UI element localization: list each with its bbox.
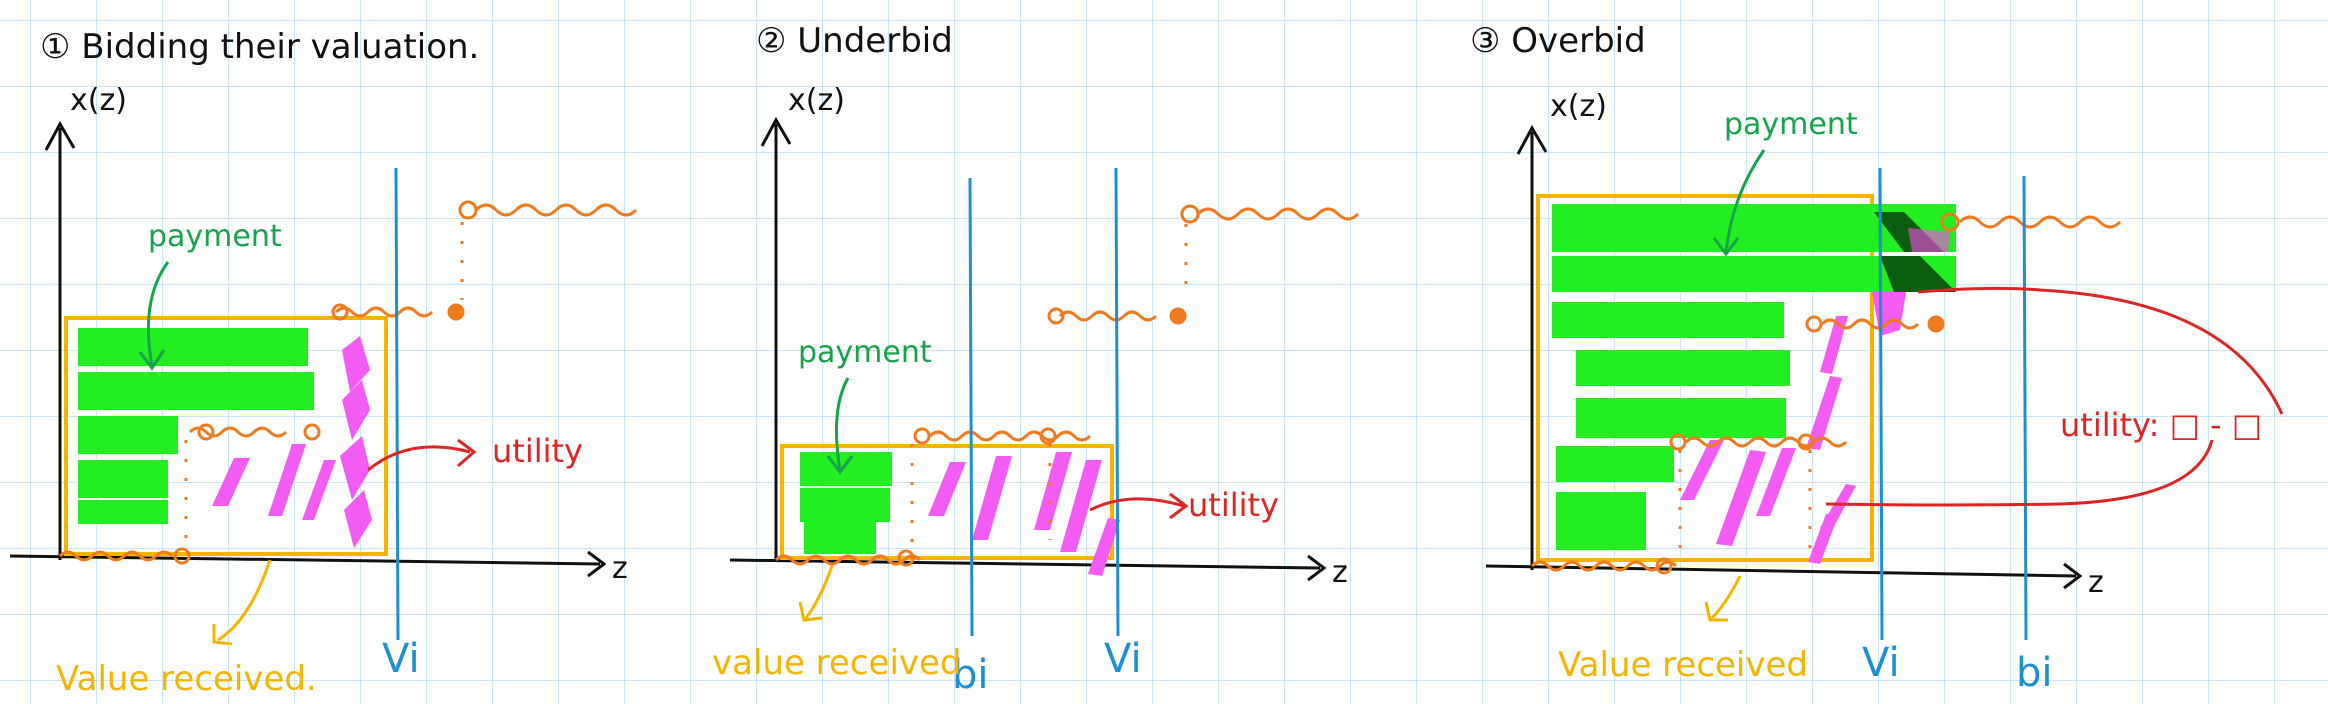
panel-2-bid-label: bi (952, 652, 989, 698)
panel-1-valuation-line (394, 167, 400, 641)
panel-1-payment-area (78, 328, 314, 524)
panel-1-title: ① Bidding their valuation. (40, 27, 479, 67)
panel-3-valuation-label: Vi (1862, 640, 1900, 686)
panel-3-payment-label: payment (1724, 107, 1858, 142)
panel-2-bid-line (968, 177, 974, 637)
panel-3-bid-function (1530, 212, 2122, 575)
panel-2: ② Underbid x(z) z (712, 21, 1360, 698)
panel-2-x-axis (729, 558, 1321, 570)
panel-2-valuation-label: Vi (1104, 636, 1142, 682)
panel-2-utility-area (928, 452, 1120, 576)
panel-2-payment-area (800, 452, 892, 554)
panel-1-utility-area (212, 336, 372, 548)
panel-2-x-axis-label: z (1332, 555, 1348, 590)
panel-1-bid-function (58, 200, 638, 565)
panel-1-utility-label: utility (492, 432, 583, 470)
panel-2-value-received-label: value received (712, 643, 962, 683)
panel-3-y-axis-label: x(z) (1550, 89, 1607, 124)
panel-2-y-axis-label: x(z) (788, 83, 845, 118)
panel-1: ① Bidding their valuation. x(z) z (9, 27, 638, 699)
panel-3-valuation-line (1878, 167, 1884, 641)
panel-3-title: ③ Overbid (1470, 21, 1646, 61)
panel-1-x-axis-label: z (612, 551, 628, 586)
panel-2-bid-function (774, 204, 1360, 567)
panel-3-x-axis-label: z (2088, 565, 2104, 600)
panel-2-utility-label: utility (1188, 486, 1279, 524)
panel-3-utility-label: utility: □ - □ (2060, 406, 2262, 444)
panel-3: ③ Overbid x(z) z (1470, 21, 2284, 696)
panel-1-value-received-box (64, 316, 388, 556)
panel-1-value-received-label: Value received. (56, 659, 317, 699)
panel-3-utility-area (1680, 316, 1856, 564)
panel-3-value-received-box (1536, 194, 1874, 562)
panel-2-payment-label: payment (798, 335, 932, 370)
panel-1-payment-label: payment (148, 219, 282, 254)
panel-2-valuation-line (1114, 167, 1120, 637)
panel-1-y-axis-label: x(z) (70, 83, 127, 118)
panel-3-value-received-label: Value received (1558, 645, 1808, 685)
panel-3-bid-line (2022, 175, 2028, 641)
panel-2-title: ② Underbid (756, 21, 953, 61)
panel-3-bid-label: bi (2016, 650, 2053, 696)
panel-1-valuation-label: Vi (382, 636, 420, 682)
